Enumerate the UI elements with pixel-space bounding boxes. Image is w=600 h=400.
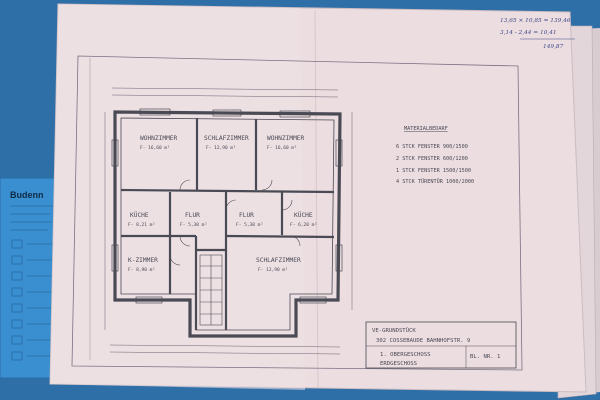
material-line: 1 STCK FENSTER 1500/1500 <box>396 168 471 174</box>
booklet-brand: Budenn <box>10 190 44 200</box>
room-area: F- 8,21 m² <box>128 222 155 228</box>
title-block: VE-GRUNDSTÜCK 302 COSSEBAUDE BAHNHOFSTR.… <box>365 321 517 369</box>
room-name: KÜCHE <box>130 210 149 219</box>
room-area: F- 5,30 m² <box>236 222 263 228</box>
material-line: 2 STCK FENSTER 600/1200 <box>396 156 468 162</box>
room-name: KÜCHE <box>294 210 313 219</box>
pencil-notes: 13,65 × 10,85 = 139,46 3,14 - 2,44 = 10,… <box>500 18 575 50</box>
sheet-number: BL. NR. 1 <box>470 354 500 360</box>
drawing-sheet <box>49 3 587 393</box>
room-name: FLUR <box>239 212 254 219</box>
material-list: MATERIALBEDARF 6 STCK FENSTER 900/1500 2… <box>396 126 474 185</box>
room-area: F- 12,90 m² <box>258 267 288 273</box>
title-line-1: VE-GRUNDSTÜCK <box>372 327 416 334</box>
title-line-3: 1. OBERGESCHOSS <box>380 352 431 358</box>
room-name: FLUR <box>185 212 200 219</box>
title-line-4: ERDGESCHOSS <box>380 361 417 367</box>
room-name: K-ZIMMER <box>128 257 158 264</box>
room-name: SCHLAFZIMMER <box>256 257 301 264</box>
material-line: 6 STCK FENSTER 900/1500 <box>396 144 468 150</box>
room-area: F- 16,60 m² <box>140 145 170 151</box>
pencil-note: 3,14 - 2,44 = 10,41 <box>500 30 557 36</box>
floor-plan <box>104 87 353 355</box>
material-title: MATERIALBEDARF <box>404 126 448 132</box>
pencil-note: 13,65 × 10,85 = 139,46 <box>500 18 571 24</box>
room-name: WOHNZIMMER <box>267 135 305 142</box>
pencil-note: 149,87 <box>543 44 564 50</box>
title-line-2: 302 COSSEBAUDE BAHNHOFSTR. 9 <box>376 338 470 344</box>
room-labels: WOHNZIMMER F- 16,60 m² SCHLAFZIMMER F- 1… <box>128 135 317 273</box>
room-area: F- 16,60 m² <box>267 145 297 151</box>
room-area: F- 6,20 m² <box>290 222 317 228</box>
material-line: 4 STCK TÜRENTÜR 1000/2000 <box>396 178 474 185</box>
room-name: SCHLAFZIMMER <box>204 135 249 142</box>
room-area: F- 12,90 m² <box>206 145 236 151</box>
booklet: Budenn <box>0 177 63 379</box>
room-area: F- 8,90 m² <box>128 267 155 273</box>
room-name: WOHNZIMMER <box>140 135 178 142</box>
room-area: F- 5,30 m² <box>180 222 207 228</box>
